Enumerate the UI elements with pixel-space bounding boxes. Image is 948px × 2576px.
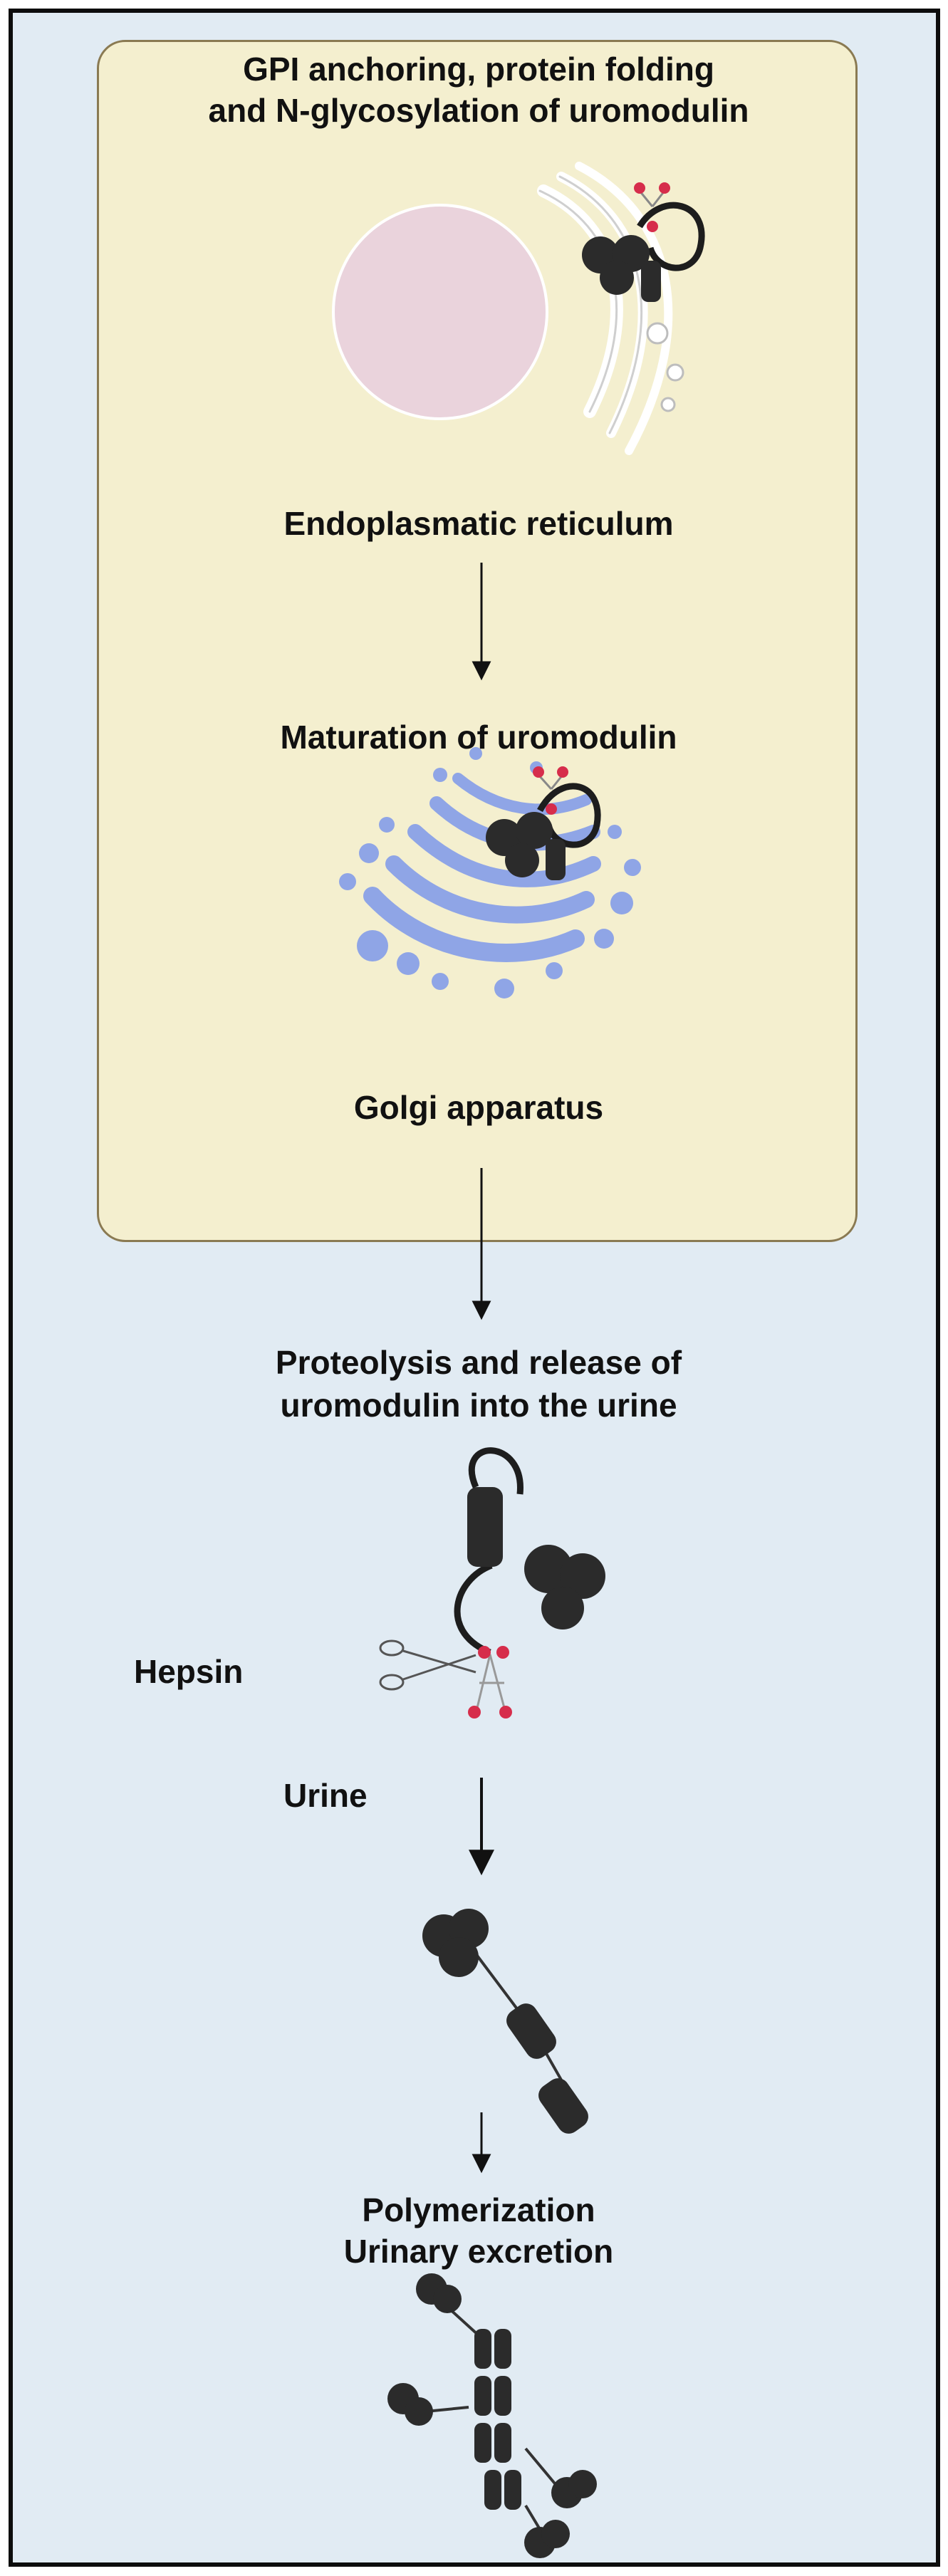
release-title-line2: uromodulin into the urine bbox=[280, 1387, 677, 1424]
nucleus-icon bbox=[332, 204, 548, 420]
er-label: Endoplasmatic reticulum bbox=[283, 505, 674, 542]
golgi-apparatus-icon bbox=[339, 747, 641, 998]
diagram-frame: GPI anchoring, protein folding and N-gly… bbox=[9, 9, 940, 2567]
uromodulin-golgi-icon bbox=[486, 766, 601, 880]
urine-label: Urine bbox=[283, 1777, 368, 1814]
uromodulin-membrane-icon bbox=[454, 1447, 605, 1719]
uromodulin-monomer-icon bbox=[422, 1909, 588, 2134]
uromodulin-er-icon bbox=[582, 182, 705, 302]
release-title-line1: Proteolysis and release of bbox=[275, 1344, 682, 1381]
final-line1: Polymerization bbox=[362, 2191, 595, 2228]
er-title-line1: GPI anchoring, protein folding bbox=[243, 51, 714, 88]
diagram-artwork bbox=[332, 162, 705, 2558]
er-title-line2: and N-glycosylation of uromodulin bbox=[208, 92, 749, 129]
uromodulin-polymer-icon bbox=[387, 2273, 597, 2558]
hepsin-label: Hepsin bbox=[134, 1653, 244, 1690]
scissors-icon bbox=[379, 1639, 476, 1691]
golgi-label: Golgi apparatus bbox=[353, 1089, 604, 1126]
final-line2: Urinary excretion bbox=[343, 2233, 614, 2270]
